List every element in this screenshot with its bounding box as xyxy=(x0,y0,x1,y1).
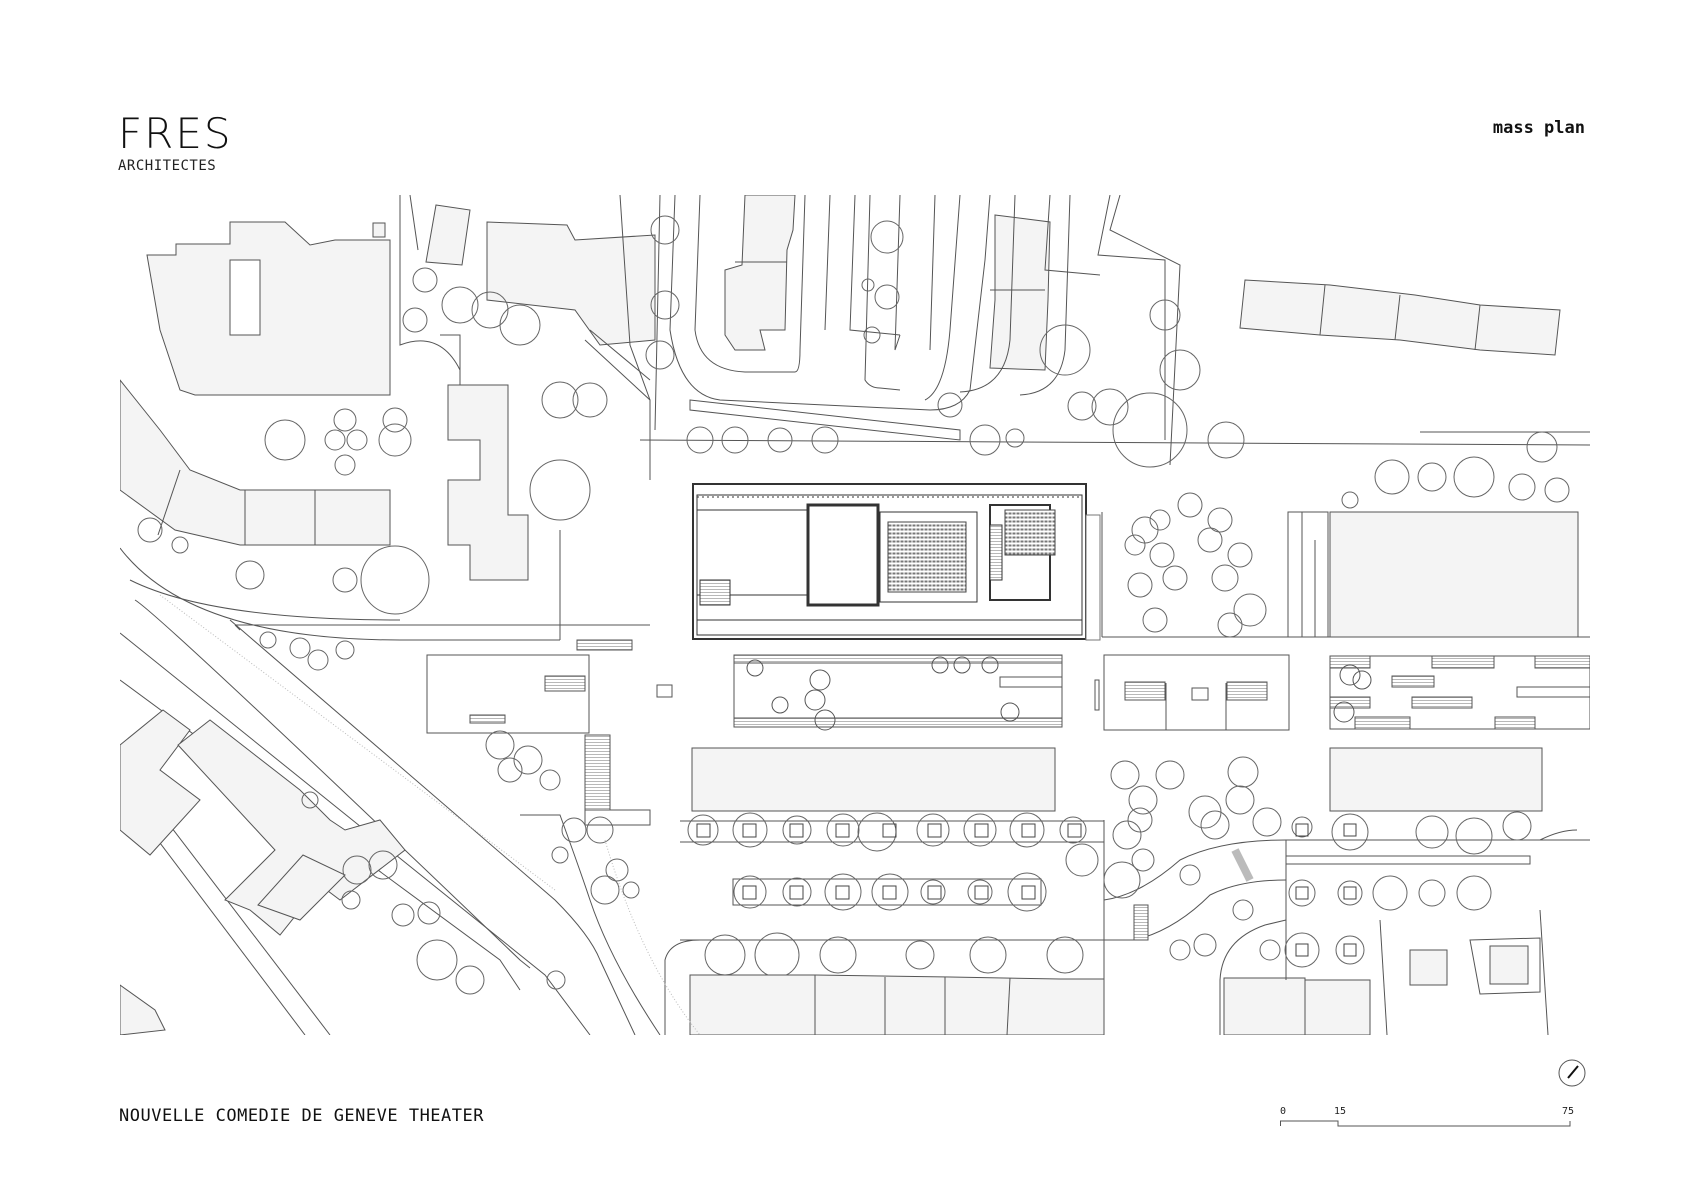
brand-logo: FRES ARCHITECTES xyxy=(118,109,233,175)
buildings-southwest xyxy=(120,709,406,1035)
tree-rows xyxy=(680,820,1104,941)
trees xyxy=(1103,756,1532,968)
brand-name: FRES xyxy=(118,109,233,158)
scale-label-0: 0 xyxy=(1280,1106,1287,1117)
north-arrow-icon xyxy=(1557,1058,1587,1088)
buildings-south-long xyxy=(691,747,1543,812)
brand-subtitle: ARCHITECTES xyxy=(118,158,217,174)
roads-south xyxy=(664,820,1590,1035)
trees xyxy=(1124,431,1570,638)
tree-grates xyxy=(696,823,1082,900)
scale-label-75: 75 xyxy=(1562,1106,1575,1117)
trees xyxy=(259,631,640,995)
project-title: NOUVELLE COMEDIE DE GENEVE THEATER xyxy=(119,1106,484,1126)
trees xyxy=(137,267,608,615)
trees xyxy=(645,215,1245,468)
theater-building xyxy=(692,483,1101,641)
buildings-east xyxy=(1101,511,1590,638)
roads-northwest xyxy=(120,195,651,641)
tree-grates xyxy=(1295,823,1357,957)
buildings-northwest xyxy=(120,204,656,581)
scale-label-15: 15 xyxy=(1334,1106,1347,1117)
scale-bar-line xyxy=(1280,1120,1571,1127)
sheet-title: mass plan xyxy=(1492,118,1585,138)
pavilions xyxy=(426,639,1590,826)
buildings-southeast xyxy=(689,937,1541,1035)
trees xyxy=(687,812,1099,978)
buildings-north xyxy=(724,195,1561,371)
scale-bar: 0 15 75 xyxy=(1280,1106,1580,1146)
